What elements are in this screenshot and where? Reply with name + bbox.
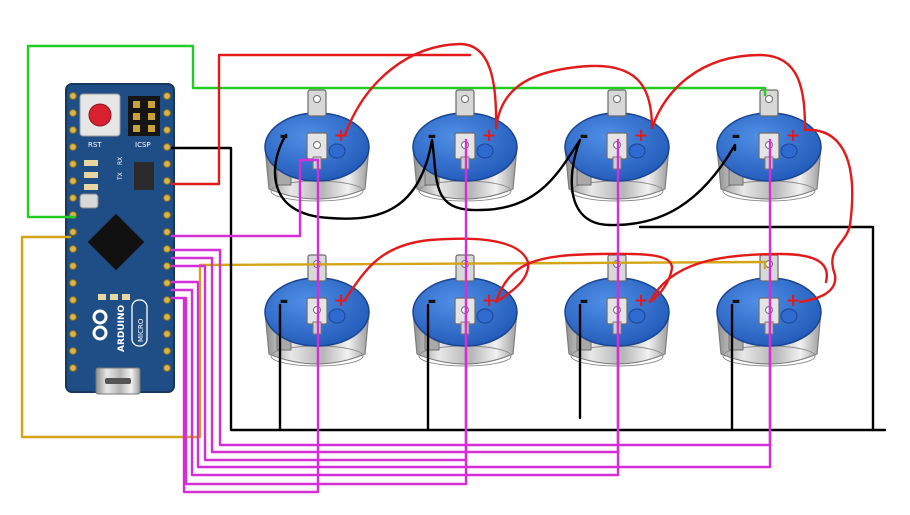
signal-wire-4 xyxy=(170,280,772,469)
switch-plus-label: + xyxy=(785,290,800,311)
signal-wire-5 xyxy=(170,288,620,477)
signal-wire-2 xyxy=(170,138,620,454)
board-pins-left xyxy=(69,92,77,372)
switch-minus-label: - xyxy=(579,124,588,149)
vcc-wire-cross xyxy=(798,128,854,304)
vcc-wire-bottom-chain xyxy=(343,237,828,304)
switch-plus-label: + xyxy=(785,125,800,146)
led-switch-icon xyxy=(264,89,370,202)
green-wire xyxy=(26,44,767,219)
switch-minus-label: - xyxy=(427,289,436,314)
model-label: MICRO xyxy=(137,318,145,342)
ground-wire-right-rail xyxy=(638,225,875,432)
switch-plus-label: + xyxy=(333,290,348,311)
ground-wire-top-chain xyxy=(273,133,737,227)
switch-plus-label: + xyxy=(633,290,648,311)
arduino-logo-icon xyxy=(92,309,108,341)
icsp-header xyxy=(128,96,160,136)
switch-minus-label: - xyxy=(579,289,588,314)
brand-label: ARDUINO xyxy=(117,304,127,352)
switch-plus-label: + xyxy=(481,125,496,146)
switch-minus-label: - xyxy=(731,124,740,149)
tx-label: TX xyxy=(117,172,124,181)
switch-minus-label: - xyxy=(279,289,288,314)
switch-pin-labels: - + - + - + - + - + - + - + - + xyxy=(279,124,800,314)
arduino-micro-board-icon: RST ICSP TX RX ARDUINO MICRO xyxy=(65,83,175,395)
rst-label: RST xyxy=(88,141,102,149)
signal-wire-6 xyxy=(170,296,468,486)
wires xyxy=(20,42,887,494)
vcc-wire-main xyxy=(170,53,472,186)
ground-wire-main xyxy=(170,146,887,432)
signal-wire-7 xyxy=(170,158,320,494)
board-pins-right xyxy=(163,92,171,372)
switch-plus-label: + xyxy=(333,125,348,146)
regulator-chip xyxy=(134,162,154,190)
icsp-label: ICSP xyxy=(135,141,151,149)
crystal xyxy=(79,193,99,209)
yellow-wire xyxy=(20,235,767,439)
switch-minus-label: - xyxy=(731,289,740,314)
vcc-wire-top-chain xyxy=(343,42,807,137)
switch-plus-label: + xyxy=(481,290,496,311)
rx-label: RX xyxy=(117,157,124,165)
model-label-box xyxy=(131,299,148,347)
switch-minus-label: - xyxy=(279,124,288,149)
switch-minus-label: - xyxy=(427,124,436,149)
switch-plus-label: + xyxy=(633,125,648,146)
reset-button-cap xyxy=(88,103,112,127)
